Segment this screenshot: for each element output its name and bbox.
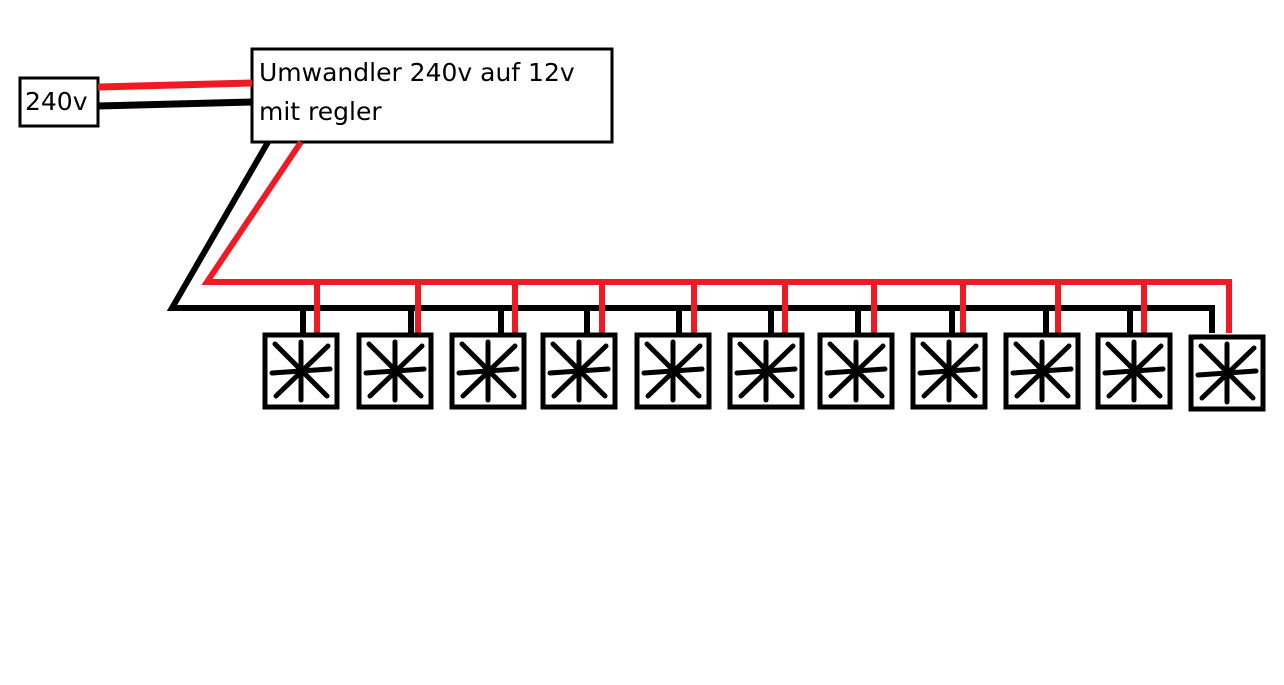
fan-blade xyxy=(273,343,331,399)
fan xyxy=(910,282,988,410)
fan-icon xyxy=(363,339,427,403)
source-label: 240v xyxy=(25,87,88,116)
fan-blade xyxy=(367,343,425,399)
fan xyxy=(634,282,712,410)
fan-icon xyxy=(1195,341,1259,405)
fan xyxy=(1095,282,1173,410)
fan-icon xyxy=(824,339,888,403)
fan xyxy=(356,282,434,410)
fan-blade xyxy=(738,343,796,399)
fan xyxy=(1188,334,1266,412)
fan xyxy=(540,282,618,410)
fan xyxy=(727,282,805,410)
fan-icon xyxy=(734,339,798,403)
input-red-wire xyxy=(97,79,253,91)
converter-label-line2: mit regler xyxy=(259,97,382,126)
fan-blade xyxy=(1199,345,1257,401)
output-red-wire xyxy=(201,140,1232,333)
fan-icon xyxy=(269,339,333,403)
input-black-wire xyxy=(97,98,253,110)
fan-icon xyxy=(1102,339,1166,403)
fan-blade xyxy=(1106,343,1164,399)
fan-icon xyxy=(456,339,520,403)
fan-icon xyxy=(1010,339,1074,403)
fan xyxy=(262,282,340,410)
fan-icon xyxy=(547,339,611,403)
converter-label-line1: Umwandler 240v auf 12v xyxy=(259,58,575,87)
fan-blade xyxy=(921,343,979,399)
fan-blade xyxy=(645,343,703,399)
fan-blade xyxy=(460,343,518,399)
fan-icon xyxy=(917,339,981,403)
fan xyxy=(1003,282,1081,410)
source-box xyxy=(18,76,100,128)
fan-blade xyxy=(1014,343,1072,399)
fan xyxy=(817,282,895,410)
fan xyxy=(449,282,527,410)
converter-box xyxy=(250,47,614,144)
fan-blade xyxy=(828,343,886,399)
fan-icon xyxy=(641,339,705,403)
fan-blade xyxy=(551,343,609,399)
